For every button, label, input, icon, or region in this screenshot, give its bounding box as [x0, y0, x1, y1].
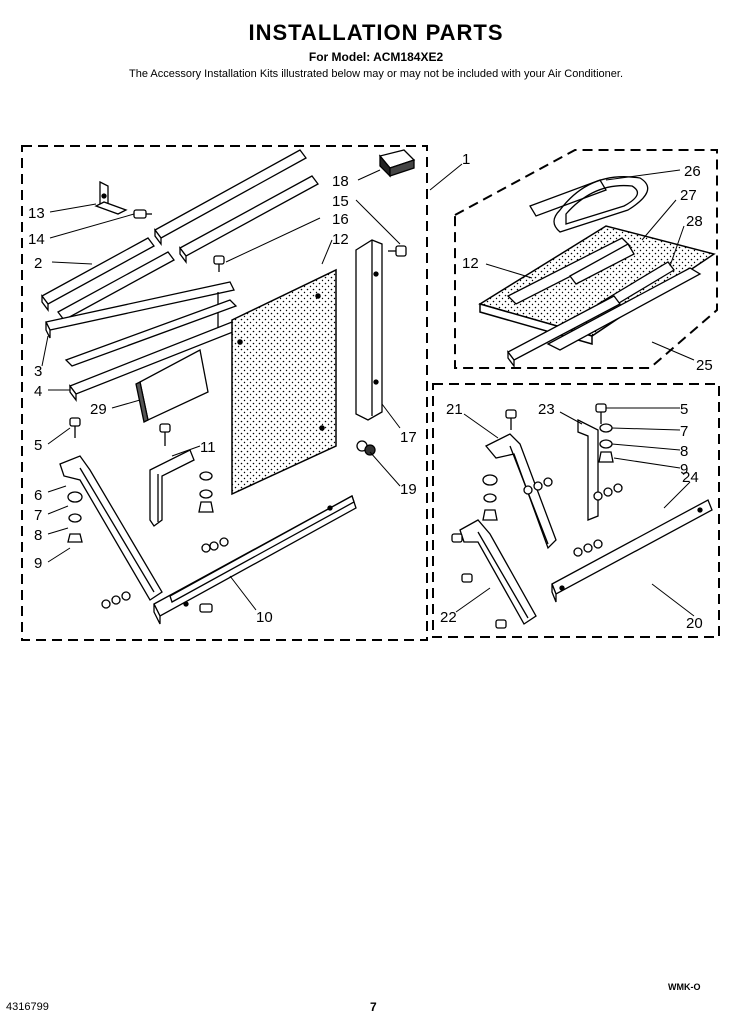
part-10-sill-bar — [153, 495, 357, 625]
kit-boundary-foam — [454, 149, 718, 369]
callout-24: 24 — [682, 469, 699, 486]
part-12-foam-panel — [231, 268, 337, 496]
callout-12: 12 — [332, 231, 349, 248]
part-upper-rail — [154, 149, 319, 264]
callout-4: 4 — [34, 383, 42, 400]
callout-14: 14 — [28, 231, 45, 248]
callout-27: 27 — [680, 187, 697, 204]
callout-17: 17 — [400, 429, 417, 446]
leader-lines-main — [41, 163, 463, 611]
part-16-screw — [213, 255, 225, 272]
callout-7-right: 7 — [680, 423, 688, 440]
callout-29: 29 — [90, 401, 107, 418]
part-22-support-arm — [451, 519, 537, 629]
callout-7: 7 — [34, 507, 42, 524]
callout-2: 2 — [34, 255, 42, 272]
part-21-bracket — [484, 433, 557, 550]
part-15-screw — [388, 245, 407, 257]
part-26-gasket — [529, 176, 649, 233]
washers-right — [482, 423, 623, 557]
kit-note: The Accessory Installation Kits illustra… — [128, 68, 624, 80]
part-17-channel — [355, 239, 383, 421]
leader-lines-foam — [485, 169, 695, 361]
callout-5: 5 — [34, 437, 42, 454]
callout-6: 6 — [34, 487, 42, 504]
part-2-rail — [41, 237, 175, 321]
part-13-bracket — [94, 180, 128, 215]
part-14-screw — [133, 209, 152, 219]
part-24-sill-bar — [551, 499, 713, 603]
callout-5-right: 5 — [680, 401, 688, 418]
callout-26: 26 — [684, 163, 701, 180]
callout-1: 1 — [462, 151, 470, 168]
page-title: INSTALLATION PARTS — [248, 20, 504, 45]
part-sill-screw — [199, 603, 213, 613]
part-18-block — [378, 149, 416, 178]
callout-9-right: 9 — [680, 461, 688, 478]
part-25-rail — [507, 267, 702, 368]
callout-28: 28 — [686, 213, 703, 230]
callout-22: 22 — [440, 609, 457, 626]
part-29-foam-block — [135, 349, 209, 423]
callout-21: 21 — [446, 401, 463, 418]
part-5-bolt-left — [69, 417, 171, 446]
callout-13: 13 — [28, 205, 45, 222]
page-number: 7 — [370, 1000, 377, 1014]
callout-11: 11 — [200, 439, 216, 456]
washers-left — [67, 471, 229, 609]
leader-lines-brackets — [455, 407, 695, 617]
callout-12-foam: 12 — [462, 255, 479, 272]
callout-9: 9 — [34, 555, 42, 572]
callout-23: 23 — [538, 401, 555, 418]
callout-16: 16 — [332, 211, 349, 228]
callout-15: 15 — [332, 193, 349, 210]
callout-8-right: 8 — [680, 443, 688, 460]
part-19-screw — [356, 440, 376, 456]
callout-25: 25 — [696, 357, 713, 374]
callout-10: 10 — [256, 609, 273, 626]
part-number: 4316799 — [6, 1001, 49, 1013]
part-23-bracket — [577, 418, 599, 521]
doc-code: WMK-O — [668, 982, 701, 992]
callout-20: 20 — [686, 615, 703, 632]
part-6-support-arm — [59, 455, 163, 601]
callout-8: 8 — [34, 527, 42, 544]
part-11-bracket — [149, 449, 195, 527]
callout-18: 18 — [332, 173, 349, 190]
callout-3: 3 — [34, 363, 42, 380]
kit-boundary-brackets — [432, 383, 720, 638]
model-line: For Model: ACM184XE2 — [308, 50, 444, 64]
callout-19: 19 — [400, 481, 417, 498]
